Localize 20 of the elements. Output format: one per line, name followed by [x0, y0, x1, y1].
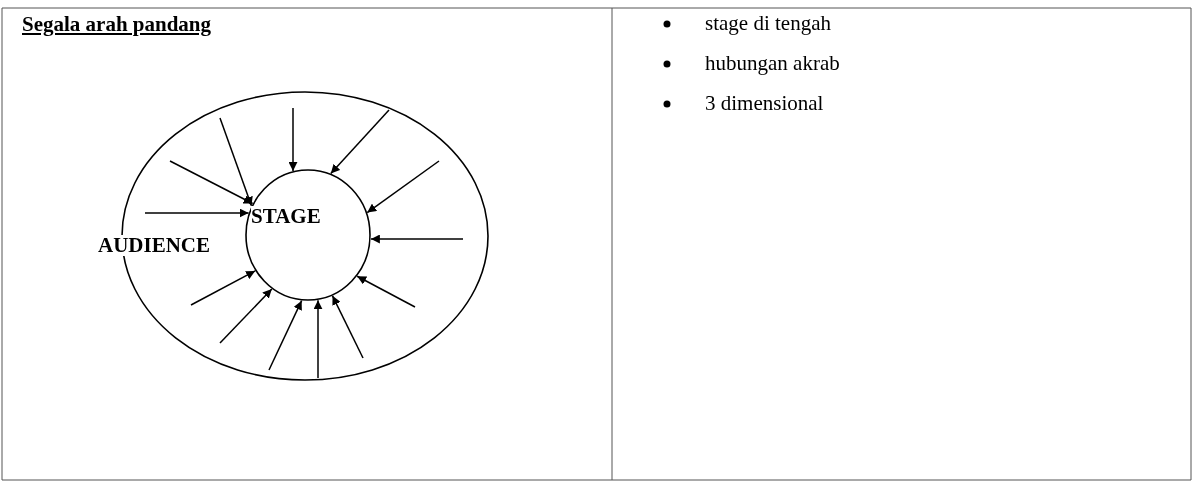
arrow — [356, 275, 416, 308]
stage-circle — [245, 170, 371, 300]
arrow — [366, 160, 440, 214]
bullet-text: hubungan akrab — [705, 52, 840, 76]
arrow — [190, 270, 256, 306]
bullet-text: stage di tengah — [705, 12, 831, 36]
arrow — [219, 288, 273, 344]
arrow — [288, 107, 298, 172]
arrow — [330, 109, 390, 175]
arrow — [268, 299, 303, 371]
bullet-text: 3 dimensional — [705, 92, 824, 116]
audience-label: AUDIENCE — [98, 235, 210, 256]
audience-ellipse — [98, 92, 488, 380]
arrow — [219, 117, 253, 207]
arrow — [370, 234, 464, 244]
arrow — [331, 295, 364, 359]
section-heading: Segala arah pandang — [22, 13, 212, 37]
arrow — [144, 208, 250, 218]
arrow — [169, 160, 254, 205]
arrow — [313, 299, 323, 379]
